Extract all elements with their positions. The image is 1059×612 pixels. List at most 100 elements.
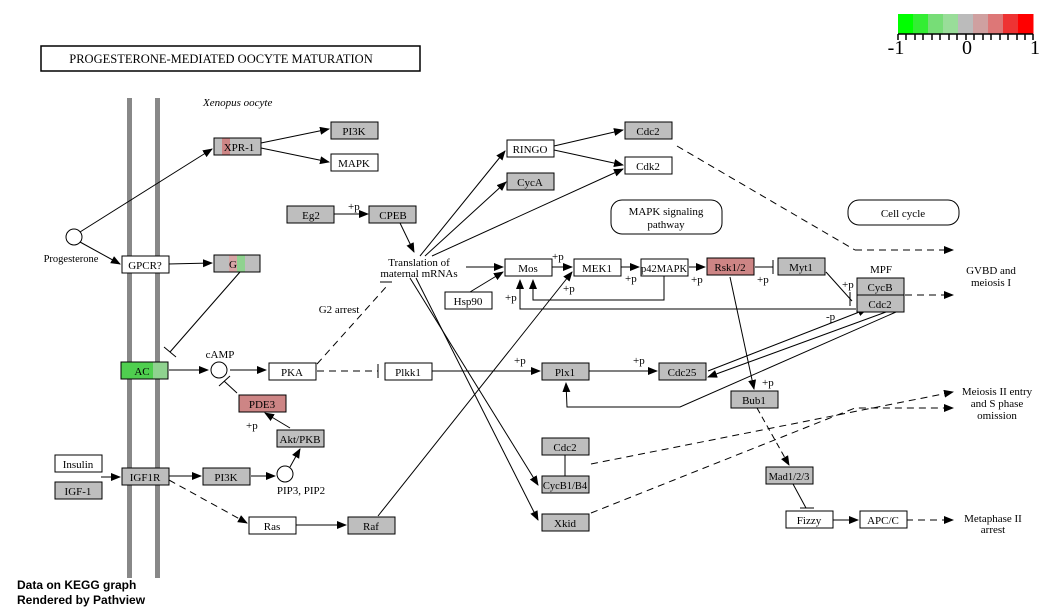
node-pde3[interactable]: PDE3 xyxy=(238,394,287,413)
node-raf-label: Raf xyxy=(363,521,379,533)
p-label-plx1: +p xyxy=(514,355,526,367)
legend-color-cell xyxy=(973,14,989,34)
meiosis2-label-2: and S phase xyxy=(971,398,1024,410)
node-pi3k-bottom[interactable]: PI3K xyxy=(202,467,251,486)
node-gpcr-label: GPCR? xyxy=(128,260,162,272)
membrane-line-right xyxy=(155,98,160,578)
node-mpf-cycb-label: CycB xyxy=(867,282,892,294)
node-pi3k-bottom-label: PI3K xyxy=(214,472,237,484)
meiosis2-label-3: omission xyxy=(977,410,1017,422)
node-gpcr[interactable]: GPCR? xyxy=(121,255,170,274)
gvbd-label-1: GVBD and xyxy=(966,265,1016,277)
node-myt1-label: Myt1 xyxy=(789,262,813,274)
footer-line-2: Rendered by Pathview xyxy=(17,593,146,607)
node-pka[interactable]: PKA xyxy=(268,362,317,381)
node-mpf-cdc2-label: Cdc2 xyxy=(868,299,891,311)
node-p42mapk[interactable]: p42MAPK xyxy=(640,258,689,277)
translation-label-1: Translation of xyxy=(388,257,450,269)
node-akt-pkb[interactable]: Akt/PKB xyxy=(276,429,325,448)
node-mos-label: Mos xyxy=(518,263,538,275)
node-eg2[interactable]: Eg2 xyxy=(286,205,335,224)
node-fizzy-label: Fizzy xyxy=(797,515,822,527)
minus-p-label: -p xyxy=(826,311,836,323)
node-fizzy[interactable]: Fizzy xyxy=(785,510,834,529)
metaphase2-label-1: Metaphase II xyxy=(964,513,1022,525)
node-cdc2-top[interactable]: Cdc2 xyxy=(624,121,673,140)
node-mek1-label: MEK1 xyxy=(582,263,612,275)
node-xpr1[interactable]: XPR-1 xyxy=(213,137,262,156)
species-label: Xenopus oocyte xyxy=(202,97,272,109)
node-ringo[interactable]: RINGO xyxy=(506,139,555,158)
node-cycb14-label: CycB1/B4 xyxy=(543,481,588,492)
mpf-label: MPF xyxy=(870,264,892,276)
node-cdk2-label: Cdk2 xyxy=(636,161,660,173)
node-cpeb-label: CPEB xyxy=(379,210,407,222)
node-rsk12[interactable]: Rsk1/2 xyxy=(706,257,755,276)
node-progesterone-label: Progesterone xyxy=(44,254,99,265)
cell-cycle-label: Cell cycle xyxy=(881,208,925,220)
node-cdk2[interactable]: Cdk2 xyxy=(624,156,673,175)
membrane-line-left xyxy=(127,98,132,578)
legend-tick-1: 1 xyxy=(1030,37,1040,59)
node-myt1[interactable]: Myt1 xyxy=(777,257,826,276)
node-cdc2-bottom[interactable]: Cdc2 xyxy=(541,437,590,456)
footer-line-1: Data on KEGG graph xyxy=(17,578,136,592)
p-label-p42: +p xyxy=(691,274,703,286)
node-cdc2-bottom-label: Cdc2 xyxy=(553,442,576,454)
node-mapk-top[interactable]: MAPK xyxy=(330,153,379,172)
translation-label-2: maternal mRNAs xyxy=(380,268,457,280)
node-g-label: G xyxy=(229,259,237,271)
node-mpf-cdc2[interactable]: Cdc2 xyxy=(856,294,905,313)
metaphase2-label-2: arrest xyxy=(981,524,1005,536)
node-p42mapk-label: p42MAPK xyxy=(641,264,688,275)
node-bub1[interactable]: Bub1 xyxy=(730,390,779,409)
color-legend: -1 0 1 xyxy=(888,14,1040,59)
node-cpeb[interactable]: CPEB xyxy=(368,205,417,224)
node-cdc25[interactable]: Cdc25 xyxy=(658,362,707,381)
node-ac-label: AC xyxy=(134,366,149,378)
legend-tick-neg1: -1 xyxy=(888,37,905,59)
node-cdc25-label: Cdc25 xyxy=(668,367,697,379)
node-pip3[interactable]: PIP3, PIP2 xyxy=(276,465,325,497)
node-pi3k-top-label: PI3K xyxy=(342,126,365,138)
node-progesterone[interactable]: Progesterone xyxy=(44,228,99,265)
node-cycb14[interactable]: CycB1/B4 xyxy=(541,475,590,494)
node-insulin[interactable]: Insulin xyxy=(54,454,103,473)
node-mad123[interactable]: Mad1/2/3 xyxy=(765,466,814,485)
node-plkk1[interactable]: Plkk1 xyxy=(384,362,433,381)
node-pi3k-top[interactable]: PI3K xyxy=(330,121,379,140)
node-camp[interactable]: cAMP xyxy=(206,349,235,379)
node-igf1r[interactable]: IGF1R xyxy=(121,467,170,486)
legend-color-cell xyxy=(913,14,929,34)
node-xkid[interactable]: Xkid xyxy=(541,513,590,532)
node-mapk-signaling-pathway[interactable]: MAPK signaling pathway xyxy=(610,199,723,235)
node-mos[interactable]: Mos xyxy=(504,258,553,277)
node-g[interactable]: G xyxy=(213,254,261,273)
p-label-pde3: +p xyxy=(246,420,258,432)
node-cell-cycle[interactable]: Cell cycle xyxy=(847,199,960,226)
node-igf1[interactable]: IGF-1 xyxy=(54,481,103,500)
node-ac[interactable]: AC xyxy=(120,361,169,380)
p-label-cpeb: +p xyxy=(348,201,360,213)
legend-color-cell xyxy=(1018,14,1034,34)
node-pip3-label: PIP3, PIP2 xyxy=(277,485,325,497)
node-mek1[interactable]: MEK1 xyxy=(573,258,622,277)
mapk-signaling-label-2: pathway xyxy=(647,219,685,231)
legend-color-cell xyxy=(928,14,944,34)
node-ras[interactable]: Ras xyxy=(248,516,297,535)
node-raf[interactable]: Raf xyxy=(347,516,396,535)
node-plx1[interactable]: Plx1 xyxy=(541,362,590,381)
node-hsp90[interactable]: Hsp90 xyxy=(444,291,493,310)
legend-color-cell xyxy=(943,14,959,34)
node-apcc-label: APC/C xyxy=(867,515,899,527)
node-pka-label: PKA xyxy=(281,367,303,379)
p-label-mos: +p xyxy=(552,251,564,263)
node-cyca[interactable]: CycA xyxy=(506,172,555,191)
node-apcc[interactable]: APC/C xyxy=(859,510,908,529)
node-ras-label: Ras xyxy=(264,521,281,533)
gvbd-label-2: meiosis I xyxy=(971,277,1011,289)
node-camp-label: cAMP xyxy=(206,349,235,361)
node-mpf-cycb[interactable]: CycB xyxy=(856,277,905,296)
p-label-rsk: +p xyxy=(757,274,769,286)
p-label-mek1: +p xyxy=(625,273,637,285)
